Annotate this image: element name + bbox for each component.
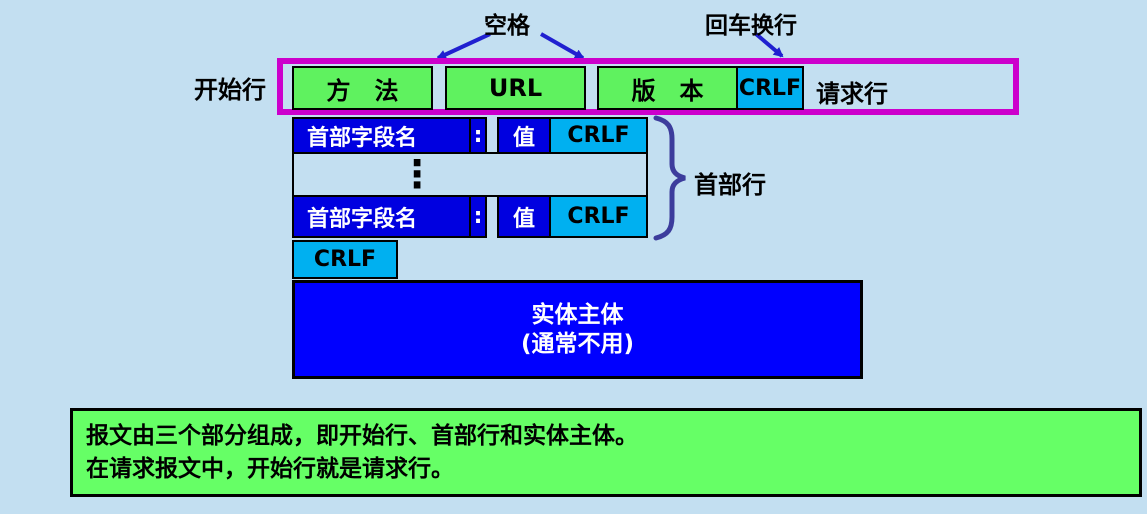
start-row-crlf-box: CRLF (736, 66, 804, 110)
entity-body-title: 实体主体 (531, 301, 624, 328)
vertical-ellipsis: ⋮ (398, 152, 436, 196)
header-field-name-box: 首部字段名 (292, 195, 471, 238)
header-value-box: 值 (497, 117, 551, 154)
header-field-name-box: 首部字段名 (292, 117, 471, 154)
entity-body-box: 实体主体 (通常不用) (292, 280, 863, 379)
header-value-box: 值 (497, 195, 551, 238)
version-box: 版 本 (597, 66, 738, 110)
method-box: 方 法 (292, 66, 433, 110)
space-connector-left-line (436, 32, 491, 60)
request-line-highlight-box (277, 58, 1019, 115)
blank-line-crlf-box: CRLF (292, 240, 398, 279)
header-crlf-box: CRLF (549, 117, 648, 154)
header-lines-brace (653, 115, 686, 241)
note-line-2: 在请求报文中，开始行就是请求行。 (86, 456, 454, 482)
header-colon-box: : (469, 117, 487, 154)
note-line-1: 报文由三个部分组成，即开始行、首部行和实体主体。 (86, 423, 638, 449)
start-line-label: 开始行 (194, 76, 266, 104)
note-box: 报文由三个部分组成，即开始行、首部行和实体主体。 在请求报文中，开始行就是请求行… (70, 408, 1142, 497)
request-line-label: 请求行 (816, 80, 888, 108)
more-header-lines-box: ⋮ (292, 152, 648, 197)
url-box: URL (445, 66, 586, 110)
space-annotation-label: 空格 (484, 13, 530, 39)
header-crlf-box: CRLF (549, 195, 648, 238)
header-lines-label: 首部行 (694, 171, 766, 199)
space-connector-right-line (540, 32, 585, 60)
header-colon-box: : (469, 195, 487, 238)
crlf-annotation-label: 回车换行 (705, 13, 797, 39)
entity-body-subtitle: (通常不用) (520, 330, 635, 357)
